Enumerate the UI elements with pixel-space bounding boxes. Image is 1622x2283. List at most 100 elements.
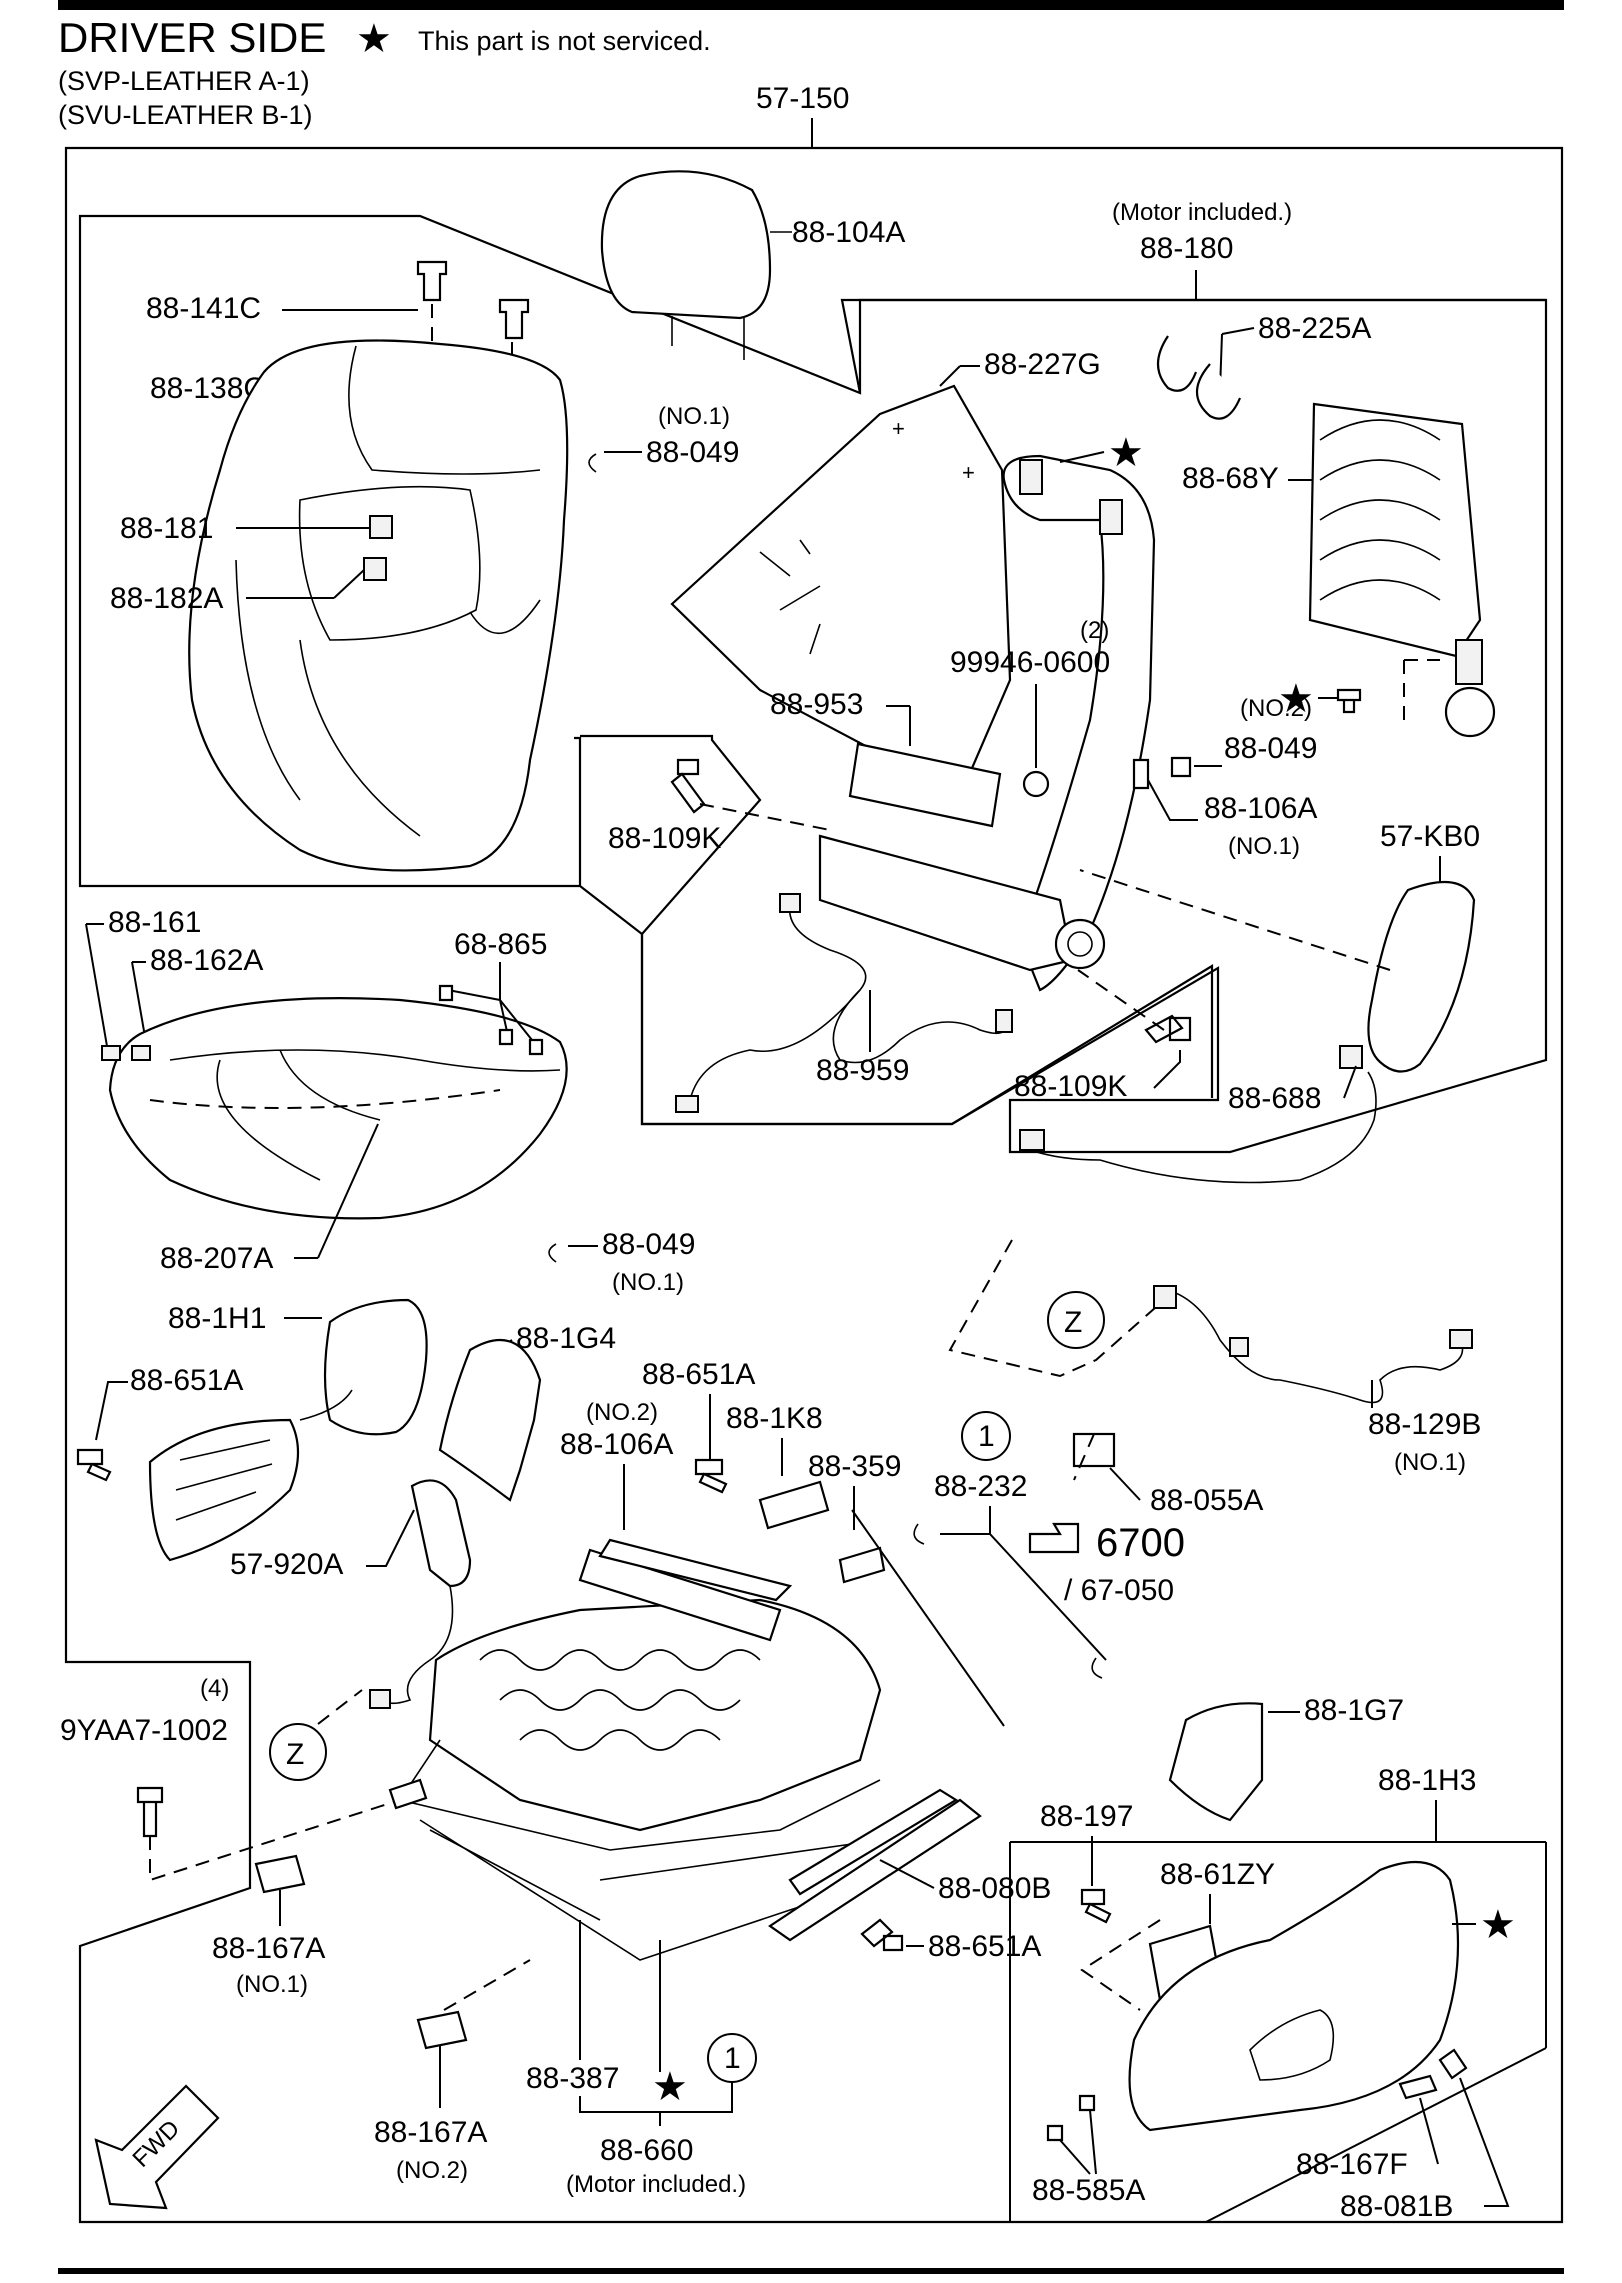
bolt-88-109K-a bbox=[670, 758, 706, 814]
label-88-129B: 88-129B bbox=[1368, 1408, 1481, 1441]
label-88-651A-b: 88-651A bbox=[642, 1358, 755, 1391]
seat-cushion bbox=[108, 997, 568, 1220]
hook-88-225A-2 bbox=[1196, 363, 1242, 420]
label-88-68Y: 88-68Y bbox=[1182, 462, 1279, 495]
seat-back-cover bbox=[188, 339, 569, 872]
label-88-049-b: 88-049 bbox=[1224, 732, 1317, 765]
cover-88-1G7 bbox=[1168, 1702, 1264, 1822]
label-motor-included-1: (Motor included.) bbox=[1112, 199, 1292, 226]
clip-88-049-c bbox=[548, 1243, 557, 1263]
label-ref-67-050: / 67-050 bbox=[1064, 1574, 1174, 1607]
label-88-232: 88-232 bbox=[934, 1470, 1027, 1503]
back-frame-star bbox=[1002, 454, 1156, 992]
label-88-106A-b: 88-106A bbox=[560, 1428, 673, 1461]
hook-88-225A-1 bbox=[1156, 335, 1198, 392]
label-motor-included-2: (Motor included.) bbox=[566, 2171, 746, 2198]
label-88-141C: 88-141C bbox=[146, 292, 261, 325]
callout-1-a bbox=[961, 1411, 1011, 1461]
star-icon-back-frame: ★ bbox=[1108, 431, 1144, 475]
screw-88-651A-a bbox=[76, 1448, 112, 1482]
tag-88-181 bbox=[369, 515, 393, 539]
label-88-080B: 88-080B bbox=[938, 1872, 1051, 1905]
label-qty-2: (2) bbox=[1080, 617, 1109, 644]
label-qty-4: (4) bbox=[200, 1675, 229, 1702]
frame-top bbox=[840, 298, 1546, 394]
label-88-651A-c: 88-651A bbox=[928, 1930, 1041, 1963]
label-57-KB0: 57-KB0 bbox=[1380, 820, 1480, 853]
label-no2-b: (NO.2) bbox=[586, 1399, 658, 1426]
svg-text:+: + bbox=[962, 460, 975, 485]
label-88-1G7: 88-1G7 bbox=[1304, 1694, 1404, 1727]
bolt-88-109K-b bbox=[1144, 1014, 1192, 1044]
cover-88-081B bbox=[1438, 2048, 1468, 2080]
harness-88-688 bbox=[1029, 1071, 1377, 1184]
label-88-227G: 88-227G bbox=[984, 348, 1101, 381]
label-99946-0600: 99946-0600 bbox=[950, 646, 1110, 679]
label-88-1H1: 88-1H1 bbox=[168, 1302, 266, 1335]
label-88-61ZY: 88-61ZY bbox=[1160, 1858, 1275, 1891]
page-title: DRIVER SIDE bbox=[58, 14, 326, 61]
cover-88-1G4 bbox=[438, 1338, 542, 1502]
label-88-181: 88-181 bbox=[120, 512, 213, 545]
label-88-167A-b: 88-167A bbox=[374, 2116, 487, 2149]
tag-88-182A bbox=[363, 557, 387, 581]
label-no1-d: (NO.1) bbox=[1394, 1449, 1466, 1476]
label-88-167A-a: 88-167A bbox=[212, 1932, 325, 1965]
label-57-920A: 57-920A bbox=[230, 1548, 343, 1581]
label-9YAA7-1002: 9YAA7-1002 bbox=[60, 1714, 228, 1747]
variant-2: (SVU-LEATHER B-1) bbox=[58, 100, 313, 130]
label-88-225A: 88-225A bbox=[1258, 312, 1371, 345]
rail-cover-88-080B bbox=[768, 1798, 982, 1942]
fwd-arrow-icon: FWD bbox=[94, 2084, 220, 2210]
assembly-code: 57-150 bbox=[756, 82, 849, 115]
star-note: This part is not serviced. bbox=[418, 26, 711, 56]
headrest-guide-88-138C bbox=[498, 298, 530, 340]
pointing-hand-icon bbox=[1028, 1522, 1080, 1554]
label-no1-a: (NO.1) bbox=[658, 403, 730, 430]
panel-88-106A-b bbox=[578, 1548, 782, 1642]
label-no2-a: (NO.2) bbox=[1240, 695, 1312, 722]
cover-88-359 bbox=[838, 1546, 886, 1584]
label-88-049-c: 88-049 bbox=[602, 1228, 695, 1261]
label-88-180: 88-180 bbox=[1140, 232, 1233, 265]
tag-88-162A bbox=[131, 1045, 151, 1061]
label-no2-c: (NO.2) bbox=[396, 2157, 468, 2184]
bolt-9YAA7-1002 bbox=[136, 1786, 164, 1838]
label-88-161: 88-161 bbox=[108, 906, 201, 939]
harness-88-959 bbox=[788, 897, 1008, 1064]
cover-88-167A-a bbox=[254, 1854, 306, 1894]
nut-99946-0600 bbox=[1022, 770, 1050, 798]
screw-88-197 bbox=[1080, 1888, 1112, 1924]
label-88-651A-a: 88-651A bbox=[130, 1364, 243, 1397]
clip-88-106A-a bbox=[1132, 758, 1150, 790]
clip-88-049-b bbox=[1170, 756, 1192, 778]
label-88-055A: 88-055A bbox=[1150, 1484, 1263, 1517]
label-ref-6700: 6700 bbox=[1096, 1521, 1185, 1565]
label-88-109K-b: 88-109K bbox=[1014, 1070, 1127, 1103]
tag-88-161 bbox=[101, 1045, 121, 1061]
side-airbag-57-KB0 bbox=[1367, 880, 1476, 1073]
connector-88-055A bbox=[1072, 1432, 1116, 1468]
cover-88-167A-b bbox=[416, 2010, 468, 2050]
label-68-865: 68-865 bbox=[454, 928, 547, 961]
lumbar-88-68Y bbox=[1308, 402, 1482, 658]
clips-88-585A bbox=[1046, 2094, 1096, 2142]
label-callout-1-b: 1 bbox=[724, 2042, 741, 2075]
screw-88-651A-b bbox=[694, 1458, 728, 1494]
label-88-049-a: 88-049 bbox=[646, 436, 739, 469]
star-icon: ★ bbox=[356, 17, 392, 61]
label-88-387: 88-387 bbox=[526, 2062, 619, 2095]
variant-1: (SVP-LEATHER A-1) bbox=[58, 66, 310, 96]
label-no1-b: (NO.1) bbox=[1228, 833, 1300, 860]
lumbar-motor bbox=[1444, 686, 1496, 738]
clip-88-049-a bbox=[588, 453, 597, 473]
label-no1-c: (NO.1) bbox=[612, 1269, 684, 1296]
label-88-167F: 88-167F bbox=[1296, 2148, 1408, 2181]
clips-68-865 bbox=[438, 984, 544, 1056]
label-88-182A: 88-182A bbox=[110, 582, 223, 615]
star-icon-side-shield: ★ bbox=[1480, 1903, 1516, 1947]
buckle-57-920A bbox=[410, 1479, 472, 1588]
label-88-688: 88-688 bbox=[1228, 1082, 1321, 1115]
label-callout-1-a: 1 bbox=[978, 1420, 995, 1453]
screw-88-651A-c bbox=[860, 1918, 904, 1952]
